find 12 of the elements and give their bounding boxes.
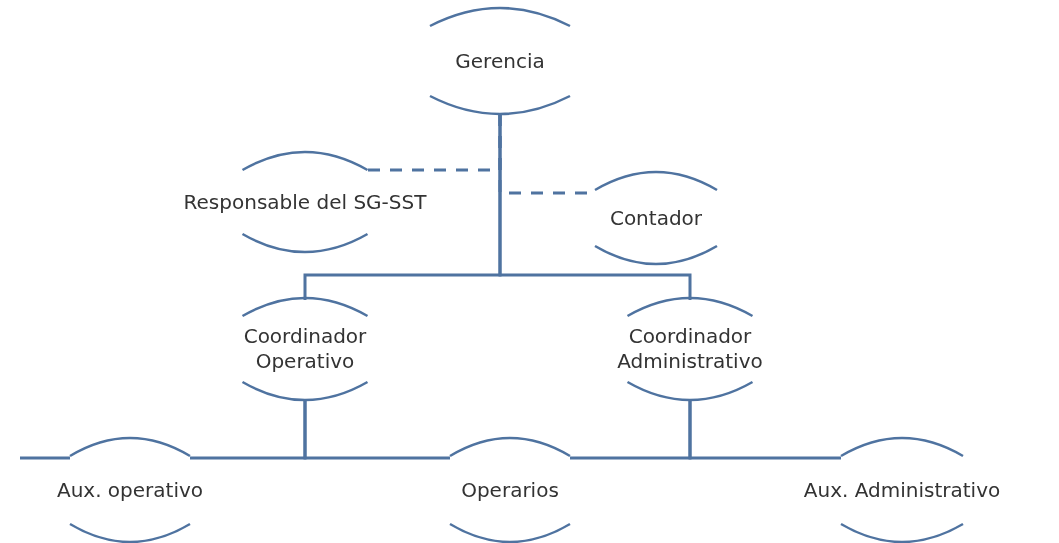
node-label: Operarios [461, 477, 559, 503]
node-label: Aux. Administrativo [803, 477, 1001, 503]
node-label: Gerencia [455, 48, 545, 74]
node-label: Contador [609, 205, 703, 231]
connector [688, 400, 841, 460]
connector [303, 400, 450, 460]
node-label: Coordinador Administrativo [616, 324, 764, 374]
connector [498, 114, 692, 300]
node-label: Coordinador Operativo [242, 324, 368, 374]
node-label: Responsable del SG-SST [183, 189, 427, 215]
node-label: Aux. operativo [56, 477, 204, 503]
connector [20, 456, 70, 460]
